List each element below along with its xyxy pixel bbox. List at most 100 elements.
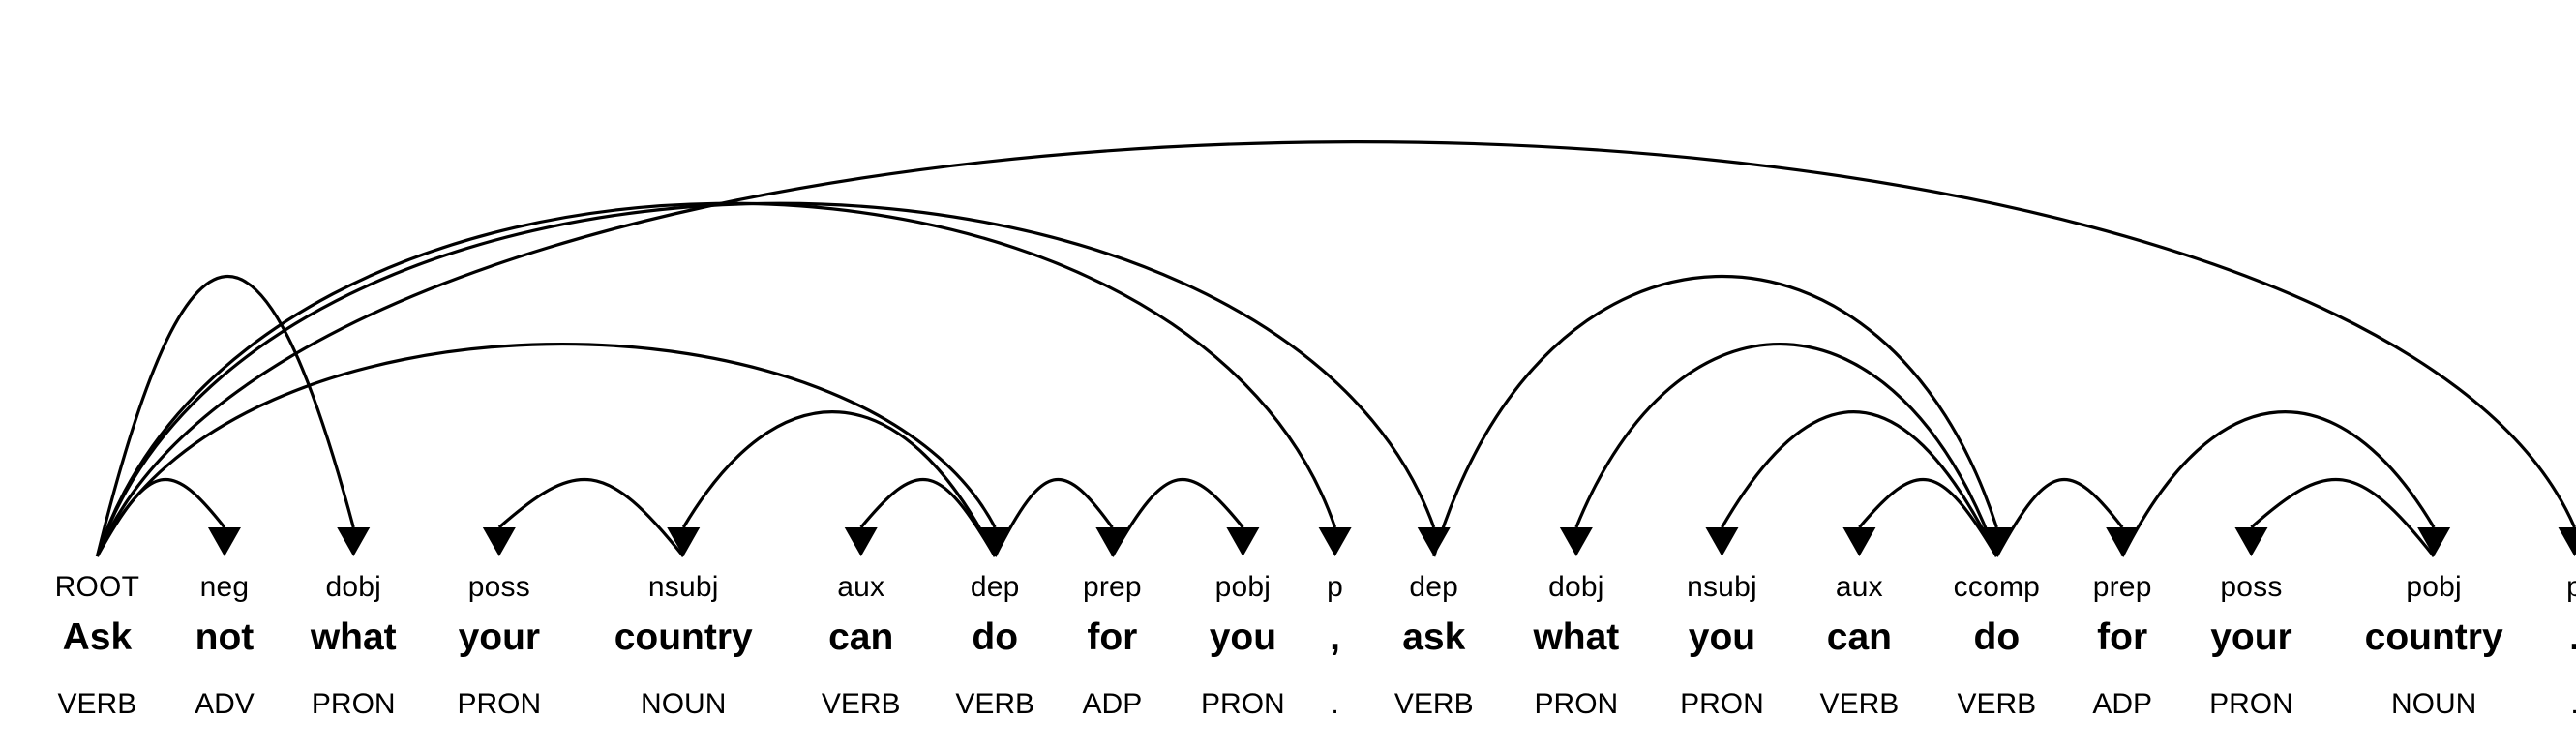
dep-label-4: nsubj	[647, 571, 719, 603]
arc-aux-12	[1842, 477, 1998, 557]
arc-nsubj-11	[1705, 410, 1998, 557]
word-7[interactable]: for	[1087, 616, 1138, 658]
arrow-head-4	[844, 527, 878, 556]
arrow-head-1	[337, 527, 371, 556]
arrow-head-7	[1226, 527, 1260, 556]
arrow-head-3	[667, 527, 701, 556]
token-18[interactable]: p..	[2566, 573, 2576, 719]
word-4[interactable]: country	[614, 616, 753, 658]
dep-label-11: dobj	[1548, 571, 1604, 603]
arrow-head-15	[2234, 527, 2268, 556]
pos-tag-13: VERB	[1819, 688, 1900, 720]
pos-tag-11: PRON	[1534, 688, 1619, 720]
arc-aux-4	[844, 477, 997, 557]
word-16[interactable]: your	[2210, 616, 2292, 658]
word-3[interactable]: your	[458, 616, 541, 658]
pos-tag-5: VERB	[821, 688, 901, 720]
pos-tag-10: VERB	[1393, 688, 1474, 720]
arrow-head-13	[1980, 527, 2014, 556]
dep-label-1: neg	[199, 571, 250, 603]
arc-nsubj-3	[667, 410, 997, 557]
word-8[interactable]: you	[1209, 616, 1277, 658]
arc-prep-6	[993, 477, 1129, 557]
pos-tag-8: PRON	[1201, 688, 1285, 720]
pos-tag-3: PRON	[457, 688, 542, 720]
pos-tag-17: NOUN	[2390, 688, 2477, 720]
dep-label-8: pobj	[1214, 571, 1272, 603]
word-2[interactable]: what	[310, 616, 397, 658]
arc-p-17	[95, 140, 2576, 557]
arrow-head-0	[207, 527, 241, 556]
arc-dep-9	[95, 201, 1451, 557]
word-13[interactable]: can	[1826, 616, 1893, 658]
token-9[interactable]: p,.	[1327, 573, 1343, 719]
dep-label-2: dobj	[325, 571, 381, 603]
arrow-head-8	[1318, 527, 1352, 556]
word-9[interactable]: ,	[1330, 616, 1341, 658]
word-12[interactable]: you	[1688, 616, 1756, 658]
dep-label-3: poss	[467, 571, 530, 603]
arc-poss-2	[482, 477, 685, 557]
pos-tag-4: NOUN	[641, 688, 727, 720]
arrow-head-17	[2558, 527, 2576, 556]
arrow-head-10	[1559, 527, 1593, 556]
dep-label-6: dep	[970, 571, 1020, 603]
pos-tag-9: .	[1331, 688, 1339, 720]
pos-tag-18: .	[2566, 690, 2576, 719]
word-17[interactable]: country	[2364, 616, 2503, 658]
word-5[interactable]: can	[828, 616, 894, 658]
dep-label-5: aux	[837, 571, 885, 603]
word-1[interactable]: not	[195, 616, 255, 658]
word-15[interactable]: for	[2097, 616, 2148, 658]
arc-ccomp-13	[1432, 275, 2014, 557]
word-6[interactable]: do	[972, 616, 1019, 658]
pos-tag-15: ADP	[2092, 688, 2153, 720]
dep-label-18: p	[2566, 571, 2576, 603]
dep-label-15: prep	[2092, 571, 2152, 603]
arc-p-8	[95, 201, 1352, 557]
dep-label-7: prep	[1082, 571, 1142, 603]
pos-tag-7: ADP	[1082, 688, 1143, 720]
dep-label-13: aux	[1835, 571, 1883, 603]
word-18[interactable]: .	[2566, 618, 2576, 656]
dep-label-17: pobj	[2406, 571, 2462, 603]
dep-label-16: poss	[2220, 571, 2283, 603]
word-10[interactable]: ask	[1402, 616, 1466, 658]
dep-label-0: ROOT	[54, 571, 140, 603]
arrow-head-16	[2417, 527, 2451, 556]
pos-tag-2: PRON	[311, 688, 396, 720]
word-14[interactable]: do	[1973, 616, 2021, 658]
word-11[interactable]: what	[1533, 616, 1620, 658]
dep-label-9: p	[1327, 571, 1344, 603]
pos-tag-14: VERB	[1957, 688, 2037, 720]
arrow-head-14	[2106, 527, 2140, 556]
arrow-head-6	[1095, 527, 1129, 556]
arc-prep-14	[1994, 477, 2140, 557]
word-0[interactable]: Ask	[62, 616, 133, 658]
dep-label-10: dep	[1409, 571, 1459, 603]
arc-poss-15	[2234, 477, 2436, 557]
pos-tag-1: ADV	[195, 688, 255, 720]
dep-label-12: nsubj	[1687, 571, 1757, 603]
arc-dep-5	[95, 343, 1012, 557]
pos-tag-6: VERB	[955, 688, 1035, 720]
